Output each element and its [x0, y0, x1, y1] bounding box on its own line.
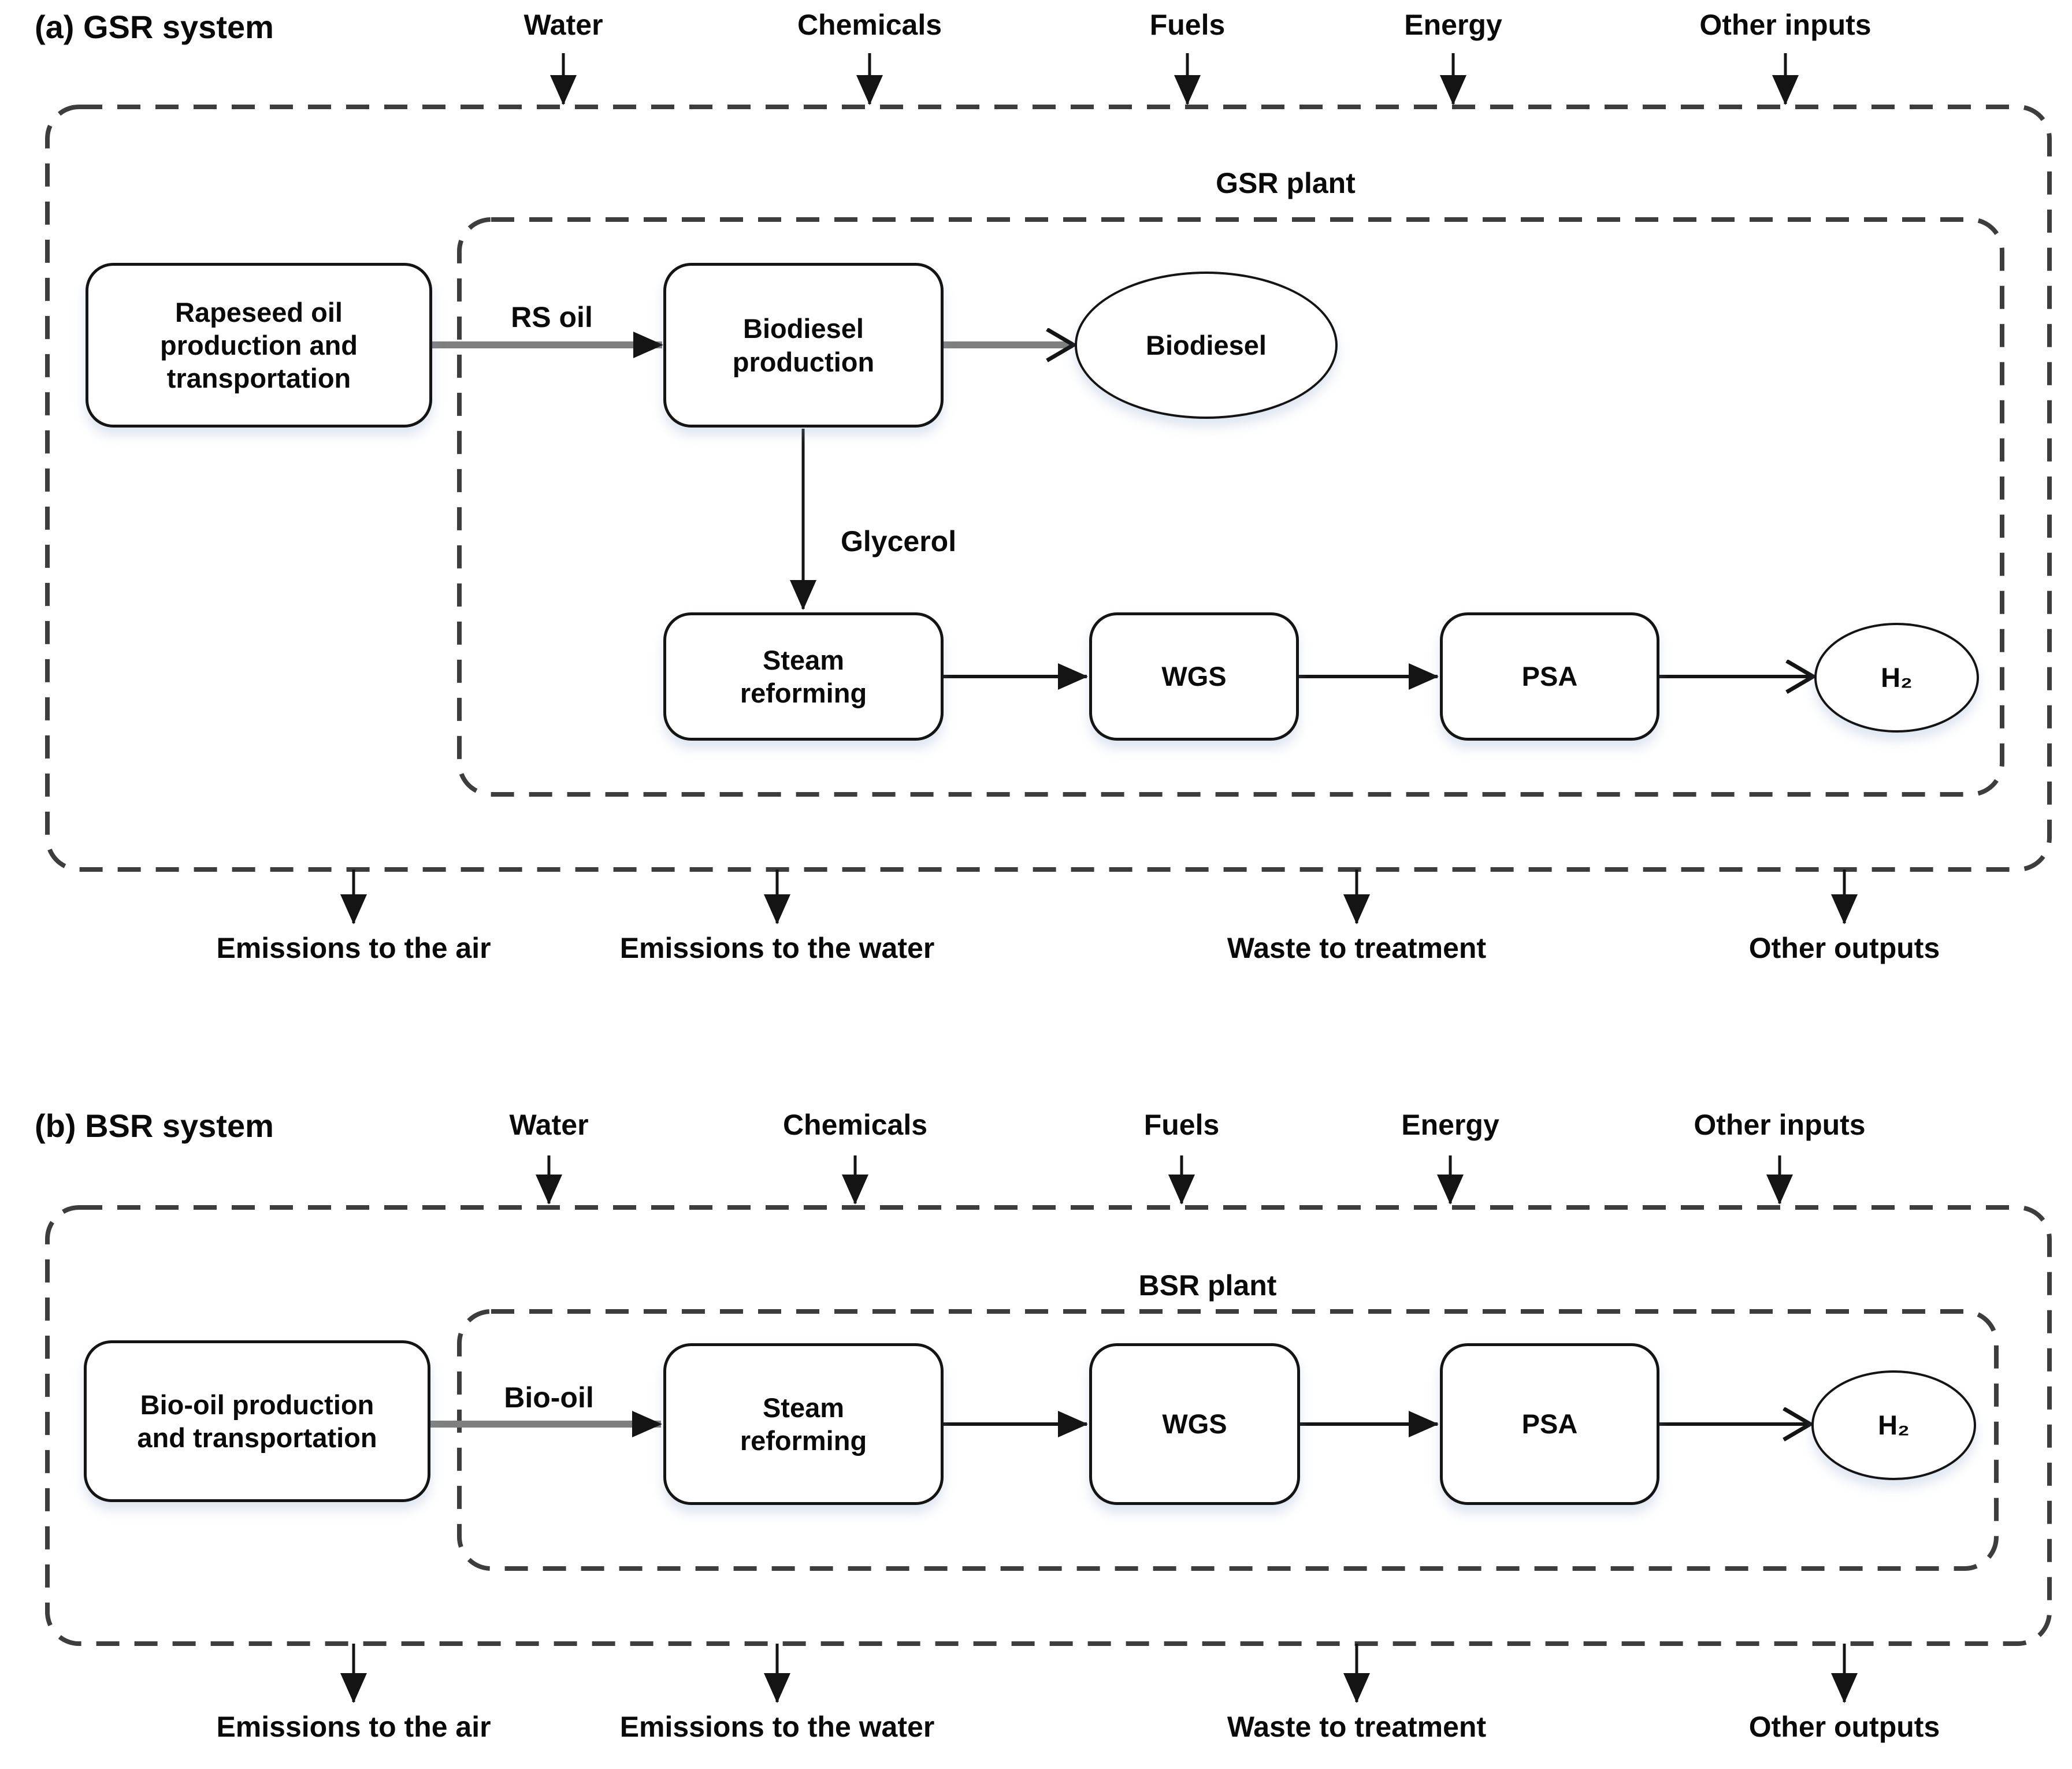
steam-reforming-box-b: Steam reforming: [663, 1343, 944, 1505]
bsr-plant-label: BSR plant: [1138, 1269, 1277, 1302]
gsr-plant-label: GSR plant: [1216, 167, 1356, 199]
input-label-energy-b: Energy: [1401, 1109, 1499, 1141]
rs-oil-label: RS oil: [511, 301, 593, 333]
gsr-output-arrows: [340, 869, 1858, 924]
rapeseed-oil-production-box: Rapeseed oil production and transportati…: [86, 263, 432, 428]
wgs-box-a: WGS: [1089, 612, 1299, 741]
input-label-chemicals-b: Chemicals: [782, 1109, 928, 1141]
wgs-box-b: WGS: [1089, 1343, 1300, 1505]
output-label-waste-b: Waste to treatment: [1227, 1711, 1487, 1743]
psa-box-b: PSA: [1440, 1343, 1659, 1505]
input-label-water-b: Water: [509, 1109, 589, 1141]
output-label-emissions-air-a: Emissions to the air: [216, 932, 491, 964]
output-label-other-outputs-a: Other outputs: [1748, 932, 1940, 964]
output-label-emissions-water-a: Emissions to the water: [619, 932, 935, 964]
gsr-plant-boundary: [457, 217, 2004, 797]
input-label-other-inputs: Other inputs: [1699, 9, 1872, 41]
gsr-system-boundary: [45, 105, 2052, 872]
gsr-input-arrows: [550, 53, 1799, 105]
glycerol-label: Glycerol: [841, 525, 957, 558]
output-label-emissions-water-b: Emissions to the water: [619, 1711, 935, 1743]
section-a-caption: (a) GSR system: [35, 9, 274, 45]
bio-oil-production-box: Bio-oil production and transportation: [84, 1340, 430, 1502]
gsr-flow-arrows: [432, 345, 1812, 677]
steam-reforming-box-a: Steam reforming: [663, 612, 944, 741]
input-label-fuels: Fuels: [1149, 9, 1226, 41]
h2-ellipse-a: H₂: [1814, 623, 1979, 733]
psa-box-a: PSA: [1440, 612, 1659, 741]
input-label-other-inputs-b: Other inputs: [1694, 1109, 1866, 1141]
bsr-input-arrows: [536, 1155, 1793, 1205]
h2-ellipse-b: H₂: [1811, 1370, 1976, 1480]
output-label-other-outputs-b: Other outputs: [1748, 1711, 1940, 1743]
bsr-system-boundary: [45, 1205, 2052, 1646]
bio-oil-label: Bio-oil: [504, 1381, 594, 1414]
bsr-plant-boundary: [457, 1309, 1999, 1571]
output-label-emissions-air-b: Emissions to the air: [216, 1711, 491, 1743]
input-label-fuels-b: Fuels: [1143, 1109, 1220, 1141]
input-label-chemicals: Chemicals: [797, 9, 942, 41]
bsr-output-arrows: [340, 1644, 1858, 1703]
output-label-waste-a: Waste to treatment: [1227, 932, 1487, 964]
biodiesel-product-ellipse: Biodiesel: [1075, 272, 1338, 419]
input-label-energy: Energy: [1404, 9, 1502, 41]
input-label-water: Water: [523, 9, 603, 41]
biodiesel-production-box: Biodiesel production: [663, 263, 944, 428]
section-b-caption: (b) BSR system: [35, 1108, 274, 1144]
